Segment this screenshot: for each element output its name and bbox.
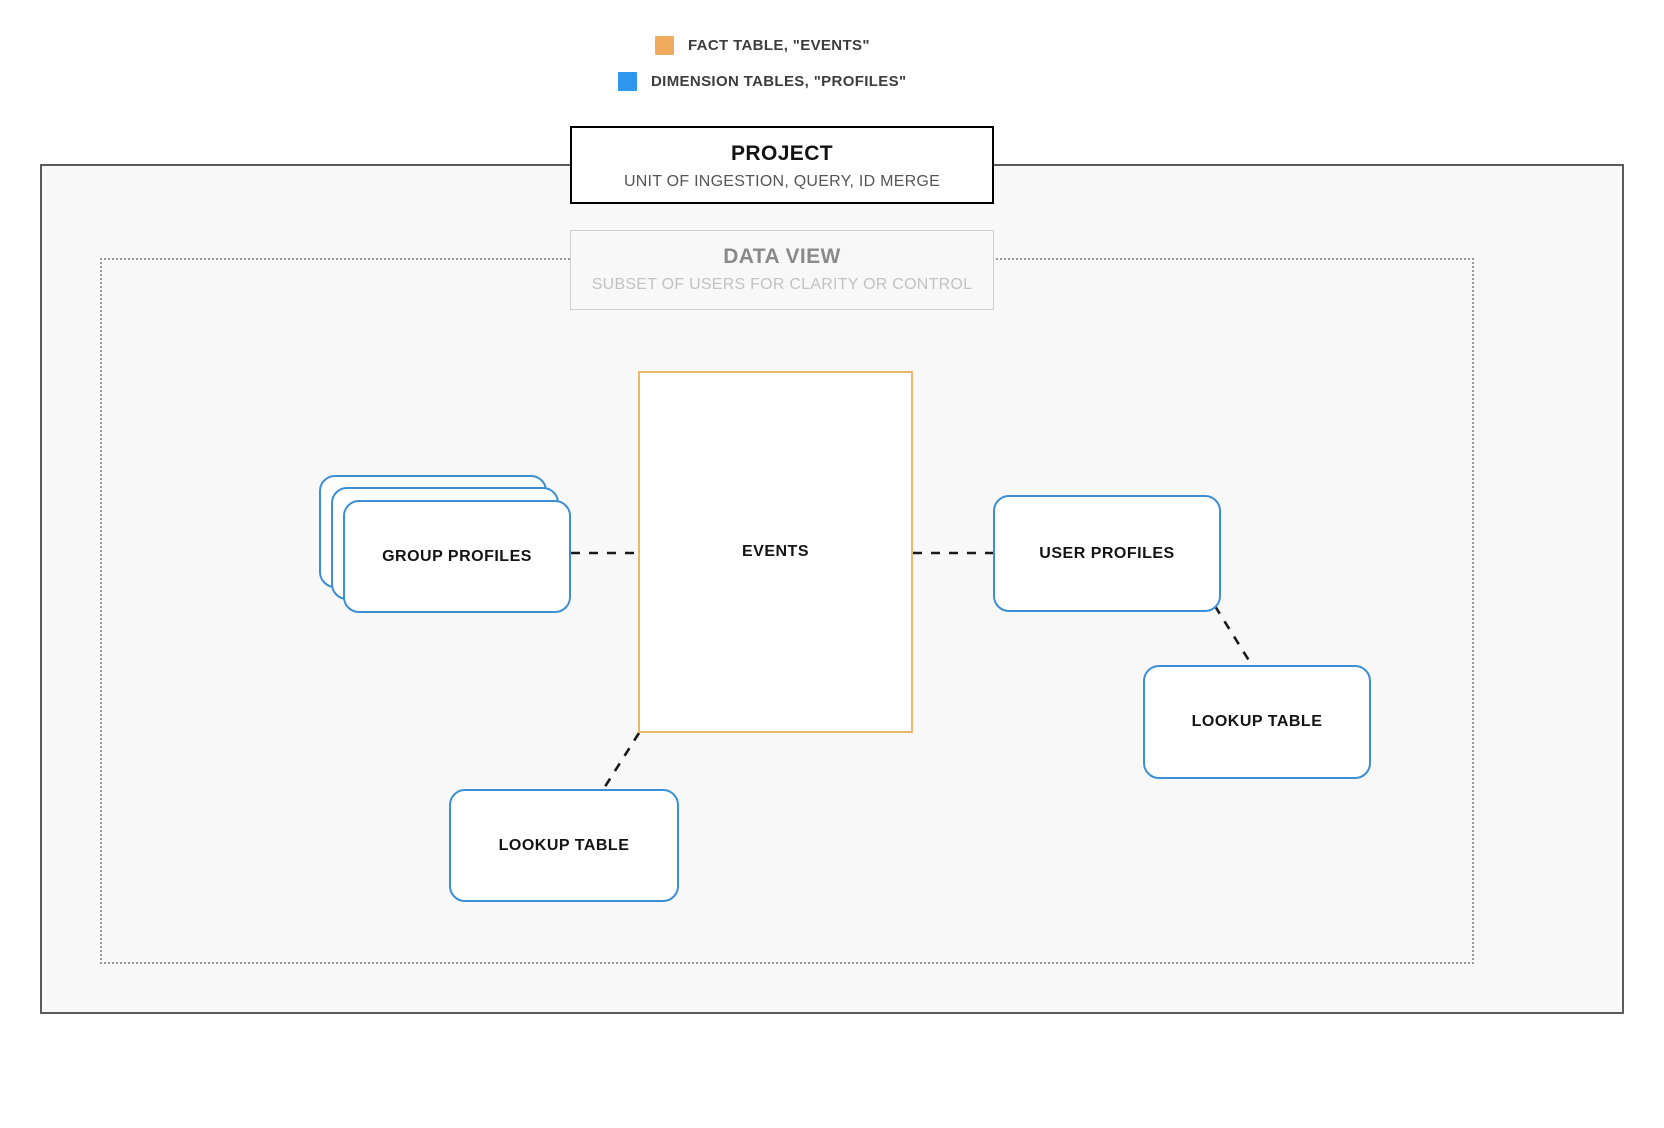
data-view-subtitle: SUBSET OF USERS FOR CLARITY OR CONTROL <box>591 276 973 294</box>
legend-item-dimension-tables: DIMENSION TABLES, "PROFILES" <box>618 72 906 91</box>
node-user-profiles[interactable]: USER PROFILES <box>993 495 1221 612</box>
orange-square-swatch-icon <box>655 36 674 55</box>
node-lookup-table-left[interactable]: LOOKUP TABLE <box>449 789 679 902</box>
node-group-profiles-label: GROUP PROFILES <box>382 547 532 565</box>
node-events-label: EVENTS <box>741 543 809 560</box>
project-subtitle: UNIT OF INGESTION, QUERY, ID MERGE <box>623 173 941 191</box>
data-view-header-box: DATA VIEW SUBSET OF USERS FOR CLARITY OR… <box>570 230 994 310</box>
node-events[interactable]: EVENTS <box>638 371 913 733</box>
legend-label-fact-table: FACT TABLE, "EVENTS" <box>688 37 870 54</box>
node-lookup-table-right-label: LOOKUP TABLE <box>1191 713 1323 730</box>
blue-square-swatch-icon <box>618 72 637 91</box>
node-lookup-table-left-label: LOOKUP TABLE <box>498 836 630 854</box>
legend-label-dimension-tables: DIMENSION TABLES, "PROFILES" <box>651 73 907 90</box>
data-view-title: DATA VIEW <box>723 245 841 268</box>
node-lookup-table-right[interactable]: LOOKUP TABLE <box>1143 665 1371 779</box>
project-title: PROJECT <box>731 142 833 165</box>
node-group-profiles[interactable]: GROUP PROFILES <box>319 475 571 613</box>
node-user-profiles-label: USER PROFILES <box>1039 544 1175 562</box>
legend-item-fact-table: FACT TABLE, "EVENTS" <box>655 36 870 55</box>
project-header-box: PROJECT UNIT OF INGESTION, QUERY, ID MER… <box>570 126 994 204</box>
group-profiles-card-front[interactable]: GROUP PROFILES <box>343 500 571 613</box>
